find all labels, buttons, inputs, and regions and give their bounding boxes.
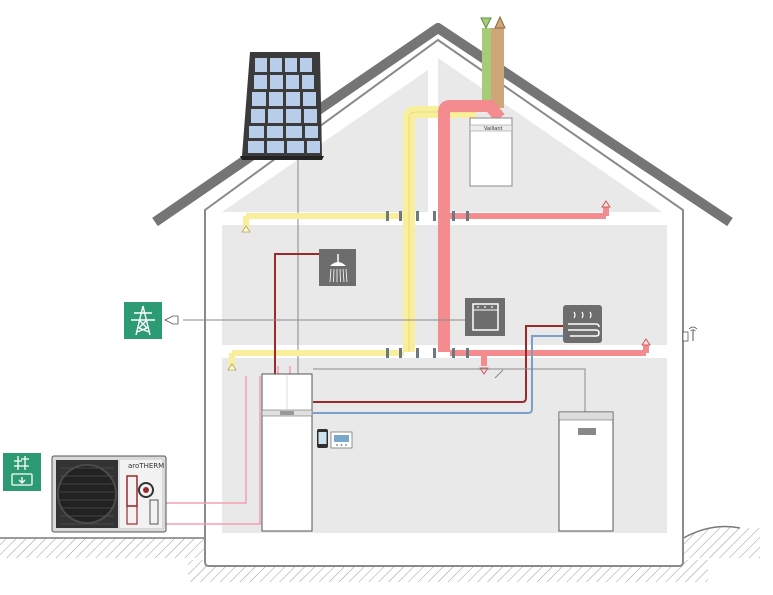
ventilation-unit: Vaillant — [469, 117, 513, 187]
storage-cylinder — [558, 411, 614, 532]
supply-air-outlet-icon — [227, 363, 237, 371]
transmission-tower-icon — [124, 302, 162, 339]
heat-pump-brand: aroTHERM — [128, 462, 164, 470]
heating-circuit — [164, 253, 586, 525]
boiler-brand: Vaillant — [484, 126, 502, 132]
solar-panel — [240, 52, 324, 376]
oven-icon — [465, 298, 505, 336]
smartphone-icon — [317, 429, 328, 448]
room-thermostat-icon — [330, 431, 353, 449]
indoor-unit — [261, 373, 313, 532]
supply-air-outlet-icon — [241, 225, 251, 233]
ventilation-ducts — [227, 100, 651, 375]
plug-icon — [164, 315, 179, 325]
shower-icon — [319, 249, 356, 286]
extract-air-inlet-icon — [641, 338, 651, 346]
radio-sensor-icon — [682, 326, 698, 342]
fresh-air-arrow-icon — [480, 17, 492, 30]
flue-exhaust-arrow-icon — [494, 15, 506, 29]
floor-heating-icon — [563, 305, 602, 343]
extract-air-inlet-icon — [601, 200, 611, 208]
ground-probe-icon — [3, 453, 41, 491]
roof-terminals — [480, 15, 506, 108]
outdoor-heat-pump: aroTHERM — [51, 455, 167, 533]
